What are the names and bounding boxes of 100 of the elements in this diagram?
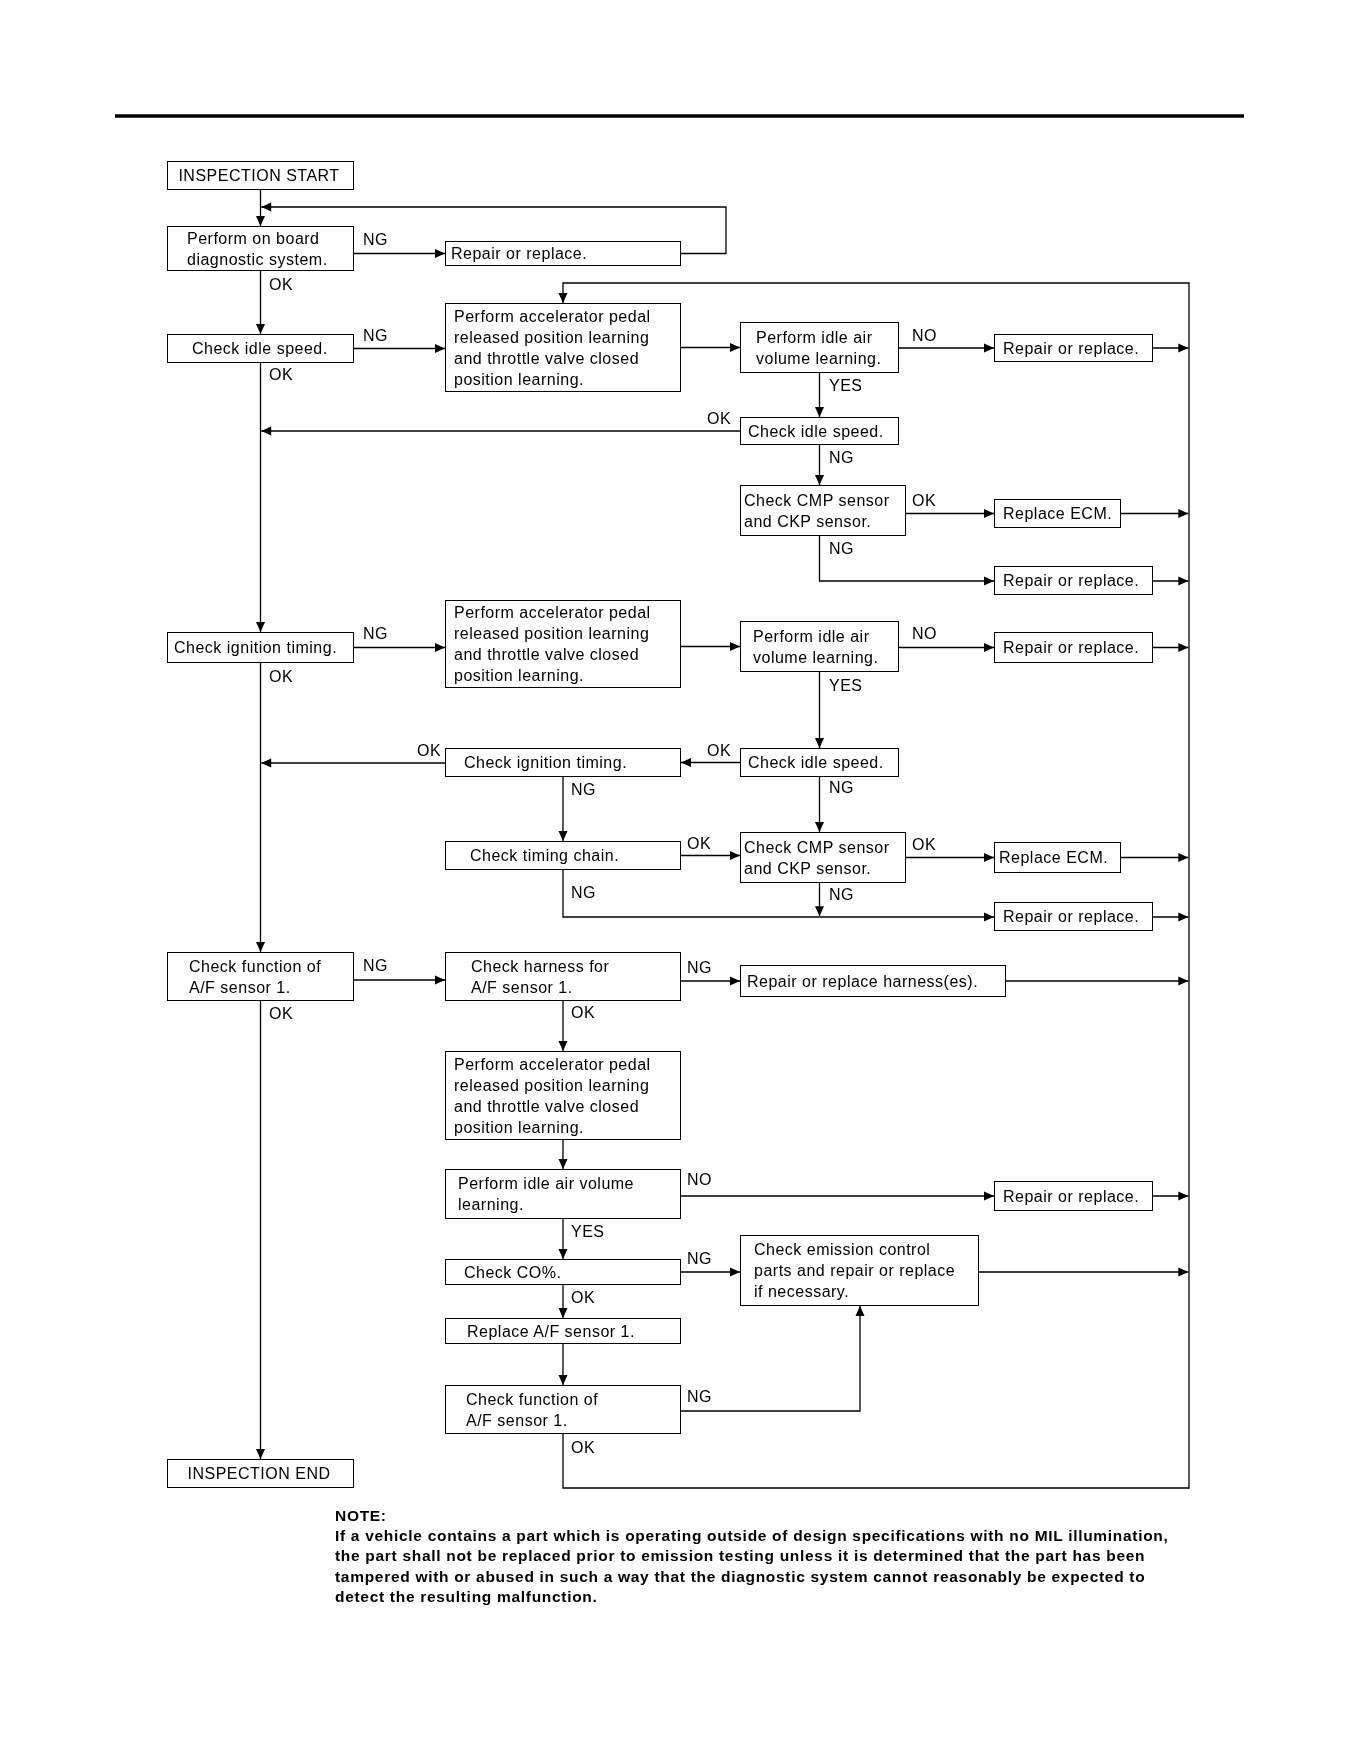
process-box <box>994 632 1153 663</box>
step-text: Check CO%. <box>464 1262 562 1283</box>
arrow <box>1120 509 1189 518</box>
process-box <box>445 952 681 1001</box>
arrow <box>905 509 995 518</box>
step-text: Repair or replace. <box>451 244 588 264</box>
process-box <box>445 748 681 777</box>
arrow <box>815 372 824 418</box>
step-text: Replace A/F sensor 1. <box>467 1321 635 1342</box>
arrow <box>353 249 446 258</box>
step-text: Perform idle air volume learning. <box>458 1174 635 1215</box>
step-text: Repair or replace. <box>1003 638 1140 658</box>
process-box <box>445 1051 681 1140</box>
arrow <box>260 426 741 436</box>
note-heading: NOTE: <box>335 1506 388 1526</box>
arrow <box>680 758 741 767</box>
arrow <box>558 1343 568 1386</box>
process-box <box>740 417 899 445</box>
arrow <box>256 762 265 953</box>
arrow <box>978 1267 1189 1277</box>
step-text: Perform accelerator pedal released position learning and throttle valve closed position learning. <box>454 1054 652 1138</box>
step-text: Check CMP sensor and CKP sensor. <box>744 837 891 879</box>
arrow <box>1120 853 1189 862</box>
process-box <box>445 1259 681 1285</box>
arrow <box>680 851 741 860</box>
arrow <box>1152 576 1189 586</box>
arrow <box>353 344 446 353</box>
process-box <box>740 1235 979 1306</box>
arrow <box>1152 343 1189 353</box>
arrow <box>558 282 1190 1490</box>
process-box <box>445 841 681 870</box>
arrow <box>1005 976 1189 986</box>
process-box <box>167 161 354 190</box>
process-box <box>994 334 1153 362</box>
arrow <box>558 776 568 842</box>
step-text: Repair or replace. <box>1003 1186 1140 1207</box>
step-text: Check ignition timing. <box>464 753 628 773</box>
step-text: Perform idle air volume learning. <box>756 327 883 369</box>
process-box <box>167 632 354 663</box>
arrow <box>898 643 995 652</box>
arrow <box>256 206 265 227</box>
process-box <box>445 1169 681 1219</box>
step-text: Check idle speed. <box>192 339 328 359</box>
step-text: Replace ECM. <box>999 848 1109 868</box>
step-text: Perform accelerator pedal released position learning and throttle valve closed position learning. <box>454 306 652 390</box>
arrow <box>815 882 824 917</box>
process-box <box>740 748 899 777</box>
step-text: Perform on board diagnostic system. <box>187 228 329 270</box>
arrow <box>818 912 995 922</box>
arrow <box>818 535 995 586</box>
step-text: Repair or replace. <box>1003 907 1140 927</box>
step-text: Repair or replace harness(es). <box>747 971 979 992</box>
process-box <box>740 621 899 672</box>
step-text: INSPECTION START <box>178 166 340 186</box>
step-text: Check CMP sensor and CKP sensor. <box>744 490 891 532</box>
step-text: INSPECTION END <box>187 1464 331 1484</box>
arrow <box>680 1305 865 1412</box>
connector-line <box>562 869 821 918</box>
connector-line <box>259 362 262 432</box>
step-text: Replace ECM. <box>1003 504 1113 524</box>
arrow <box>905 853 995 862</box>
process-box <box>740 965 1006 997</box>
process-box <box>740 832 906 883</box>
connector-line <box>562 1433 1190 1489</box>
arrow <box>680 642 741 651</box>
arrow <box>260 758 446 768</box>
process-box <box>167 334 354 363</box>
arrow <box>256 1000 265 1460</box>
arrow <box>1152 643 1189 652</box>
arrow <box>558 1139 568 1170</box>
arrow <box>898 343 995 353</box>
process-box <box>740 322 899 373</box>
step-text: Check idle speed. <box>748 753 884 773</box>
process-box <box>994 842 1121 873</box>
process-box <box>167 226 354 271</box>
arrow <box>256 270 265 335</box>
process-box <box>445 1385 681 1434</box>
step-text: Check harness for A/F sensor 1. <box>471 956 611 998</box>
process-box <box>994 1181 1153 1211</box>
step-text: Check timing chain. <box>470 846 620 866</box>
arrow <box>1152 1191 1189 1201</box>
step-text: Perform accelerator pedal released position learning and throttle valve closed position learning. <box>454 603 652 686</box>
arrow <box>1152 912 1189 922</box>
arrow <box>558 1218 568 1260</box>
step-text: Repair or replace. <box>1003 571 1140 591</box>
arrow <box>815 671 824 749</box>
arrow <box>353 643 446 652</box>
arrow <box>353 975 446 985</box>
arrow <box>260 202 727 255</box>
step-text: Check function of A/F sensor 1. <box>466 1389 600 1431</box>
arrow <box>256 430 265 633</box>
arrow <box>815 776 824 833</box>
connector-line <box>259 662 262 764</box>
arrow <box>680 343 741 352</box>
step-text: Check idle speed. <box>748 421 884 442</box>
process-box <box>445 241 681 266</box>
step-text: Perform idle air volume learning. <box>753 626 880 668</box>
arrow <box>558 1000 568 1052</box>
step-text: Repair or replace. <box>1003 338 1140 359</box>
arrow <box>680 1267 741 1277</box>
